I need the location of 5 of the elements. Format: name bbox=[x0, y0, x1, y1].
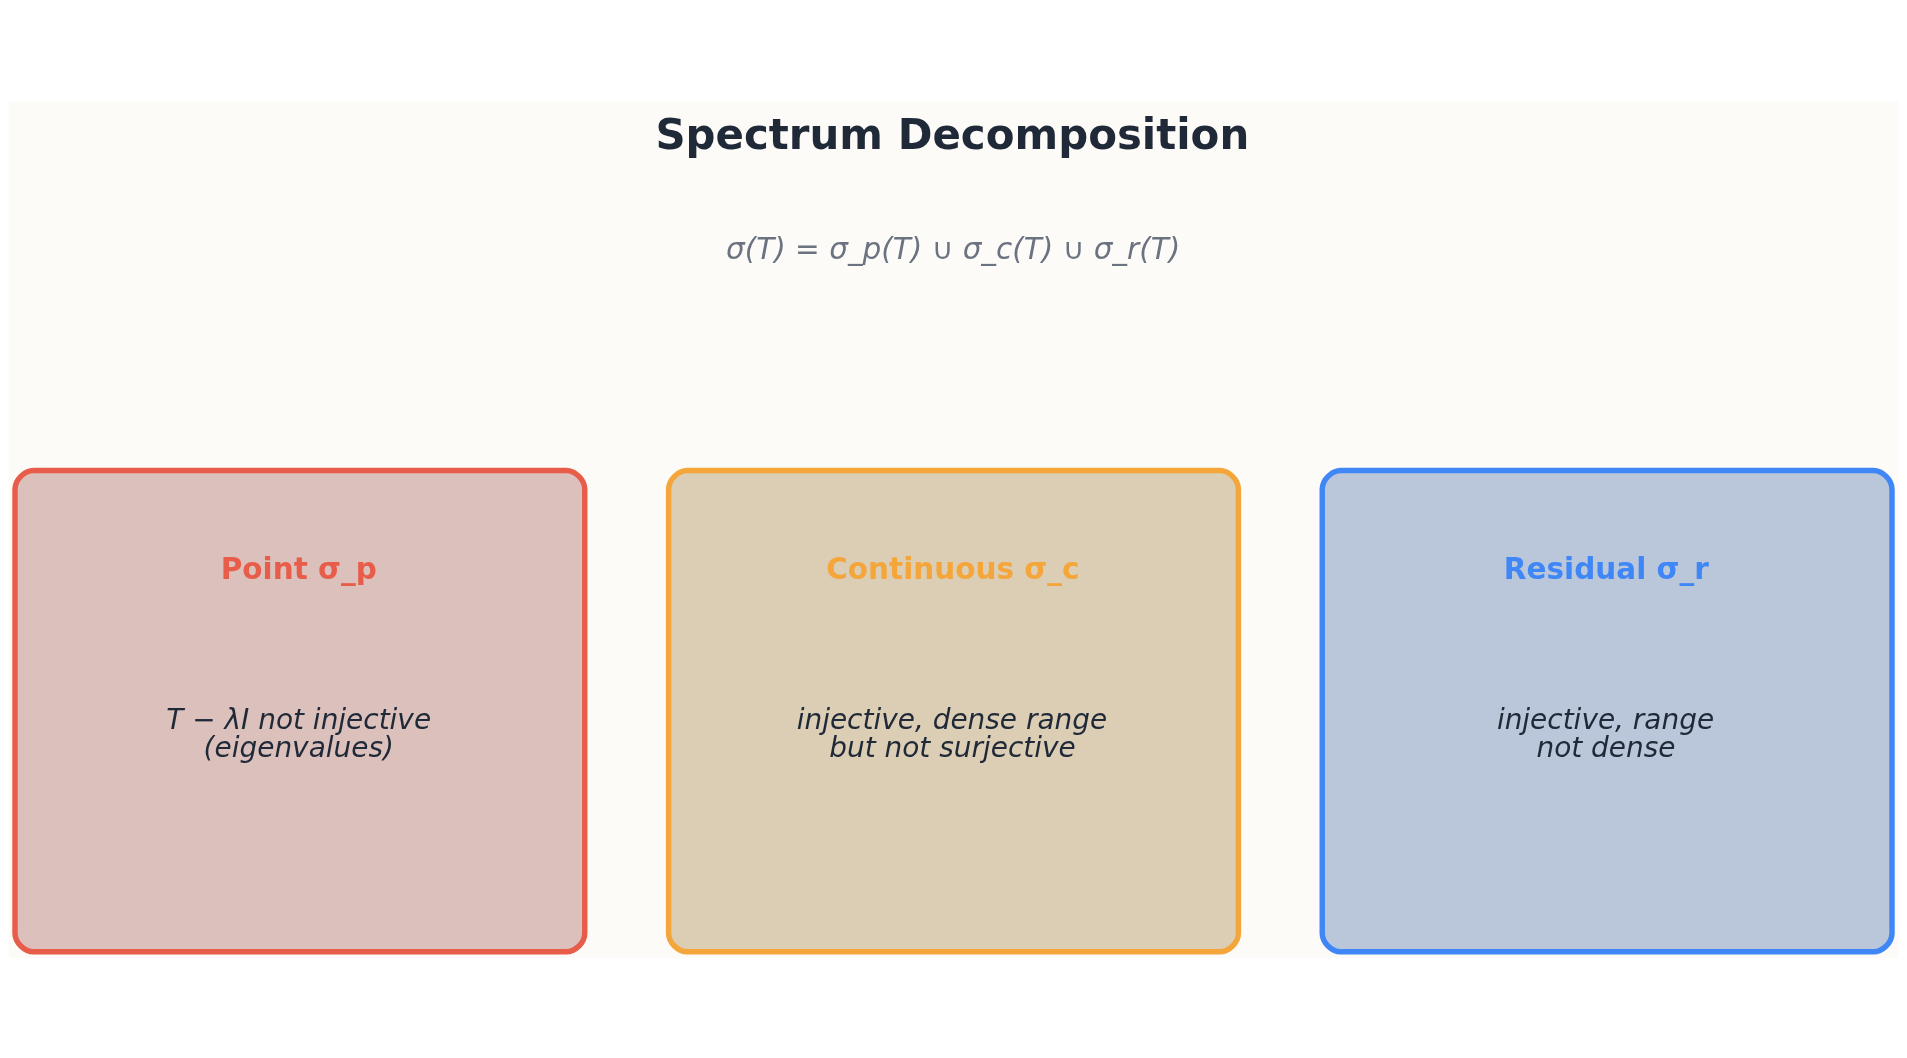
node-box: Continuous σ_c injective, dense range but not surjective bbox=[665, 467, 1242, 954]
diagram-title: Spectrum Decomposition bbox=[655, 109, 1250, 159]
node-box: Point σ_p T − λI not injective (eigenvalues) bbox=[12, 467, 588, 954]
label: σ(T) = σ_p(T) ∪ σ_c(T) ∪ σ_r(T) bbox=[726, 231, 1181, 266]
node-box: Residual σ_r injective, range not dense bbox=[1319, 467, 1895, 954]
